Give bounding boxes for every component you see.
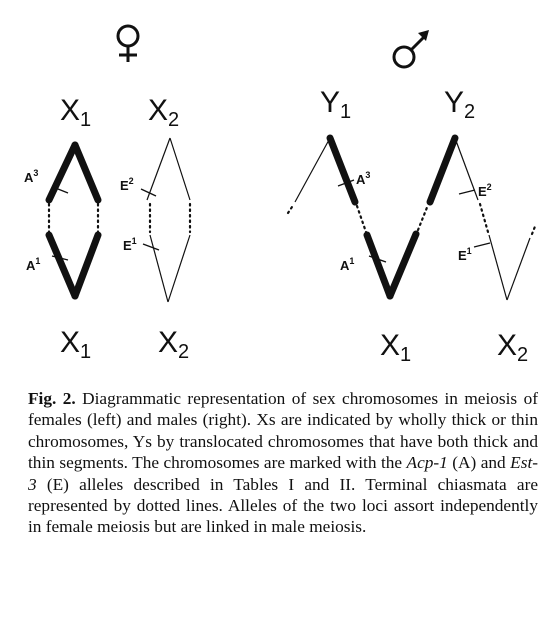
figure-caption: Fig. 2. Diagrammatic representation of s…	[28, 388, 538, 538]
figure-label: Fig. 2.	[28, 389, 76, 408]
male-symbol-icon	[392, 30, 429, 69]
female-a3-allele: A3	[24, 168, 38, 185]
female-bottom-x1-label: X1	[60, 326, 91, 363]
female-symbol-icon	[116, 24, 140, 62]
female-top-x1-label: X1	[60, 94, 91, 131]
female-e1-allele: E1	[123, 236, 137, 253]
male-a1-allele: A1	[340, 256, 354, 273]
male-chromosome-chain	[286, 134, 538, 301]
male-bottom-x2-label: X2	[497, 329, 528, 366]
male-top-y2-label: Y2	[444, 86, 475, 123]
male-top-y1-label: Y1	[320, 86, 351, 123]
female-top-x2-label: X2	[148, 94, 179, 131]
male-e1-allele: E1	[458, 246, 472, 263]
male-e2-allele: E2	[478, 182, 492, 199]
female-x1-bivalent	[45, 141, 102, 300]
caption-text-part-1: Diagrammatic representation of sex chrom…	[28, 389, 538, 473]
female-x2-bivalent	[140, 137, 192, 303]
caption-gene-est3: Est-3	[28, 453, 538, 494]
caption-text-part-3: (E) alleles described in Tables I and II…	[28, 474, 538, 537]
female-a1-allele: A1	[26, 256, 40, 273]
male-bottom-x1-label: X1	[380, 329, 411, 366]
female-e2-allele: E2	[120, 176, 134, 193]
caption-text-part-2: (A) and	[447, 453, 511, 473]
female-bottom-x2-label: X2	[158, 326, 189, 363]
caption-gene-acp1: Acp-1	[406, 453, 448, 473]
male-a3-allele: A3	[356, 170, 370, 187]
meiosis-diagram: X1 X2 X1 X2 A3 A1 E2 E1	[24, 24, 538, 366]
